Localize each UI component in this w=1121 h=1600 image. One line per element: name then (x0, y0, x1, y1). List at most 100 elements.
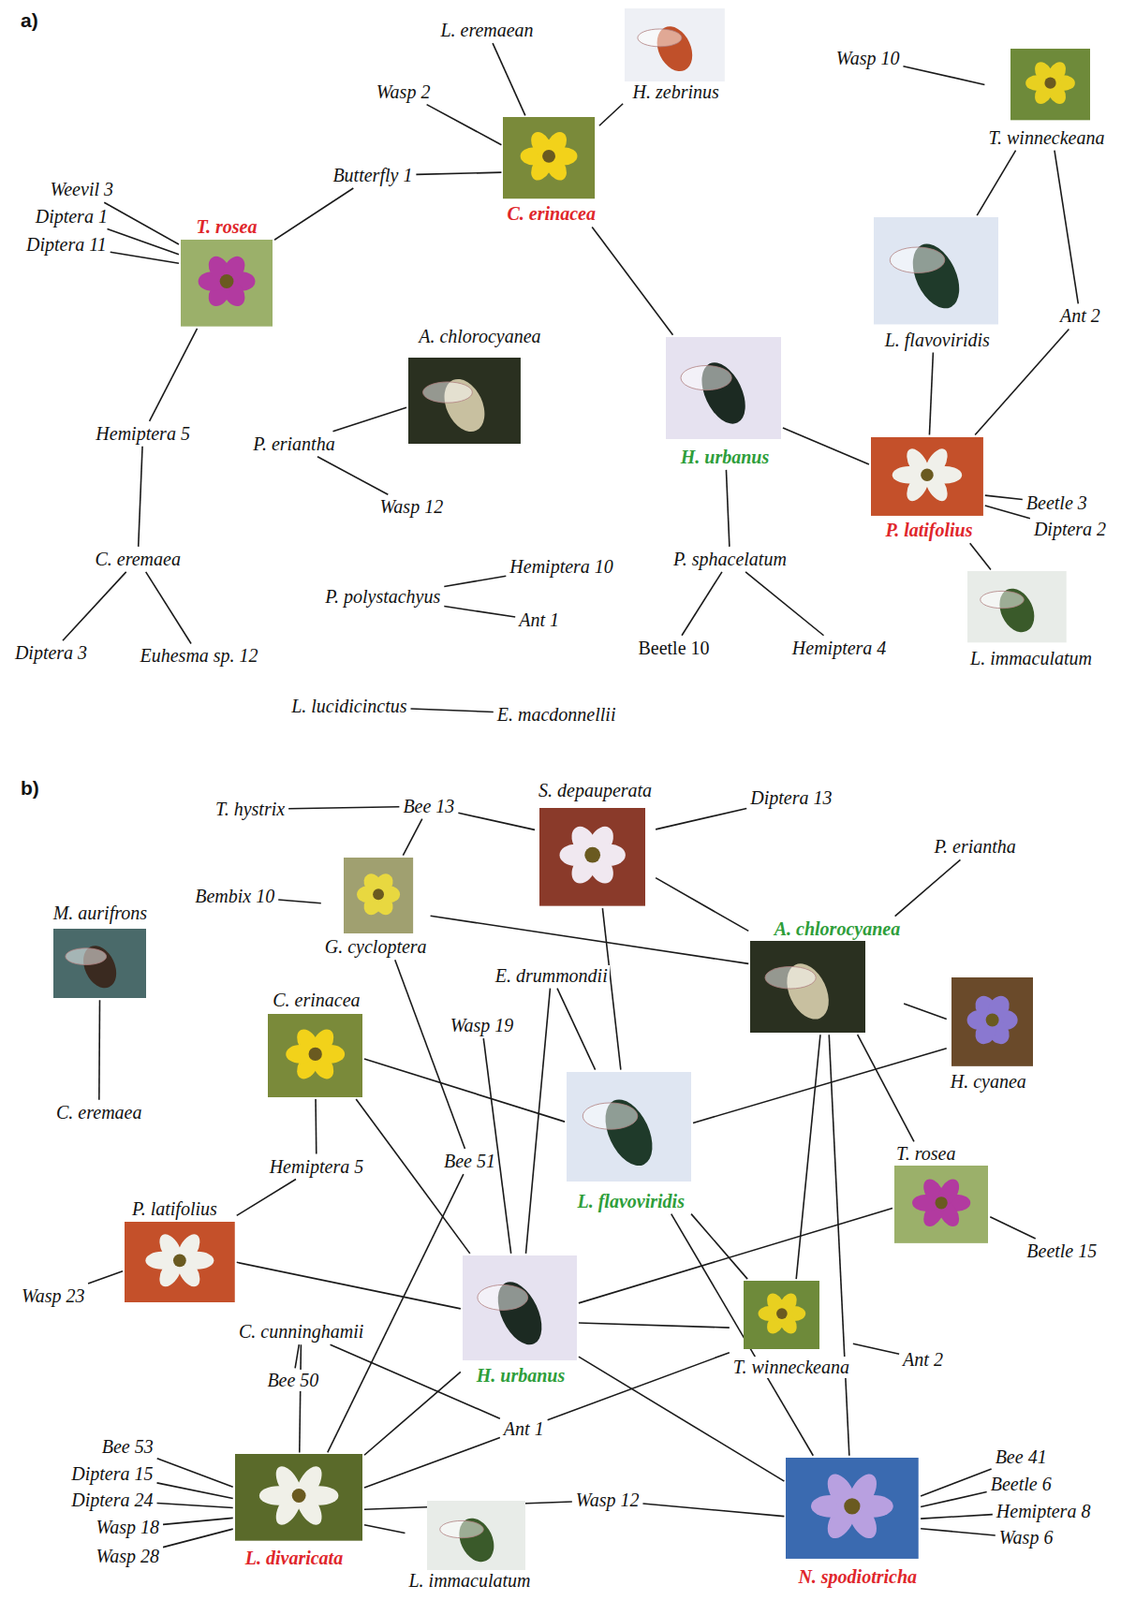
insect-wing (423, 381, 473, 402)
photo-ground (743, 1281, 821, 1350)
flower-centre (920, 468, 933, 481)
interaction-line (103, 202, 179, 245)
interaction-line (295, 1344, 299, 1369)
taxon-node: Diptera 15 (69, 1463, 155, 1486)
photo-ground (53, 929, 147, 999)
interaction-line (989, 1217, 1035, 1239)
taxon-label: T. rosea (894, 1143, 958, 1166)
interaction-line (602, 908, 620, 1071)
flower-centre (934, 1196, 947, 1210)
taxon-label: Euhesma sp. 12 (138, 645, 261, 667)
taxon-label: Wasp 23 (19, 1285, 88, 1308)
photo-ground (967, 571, 1067, 643)
insect-wing (582, 1103, 638, 1130)
taxon-node: L. flavoviridis (873, 217, 999, 351)
photo-ground (873, 217, 999, 325)
taxon-label: T. rosea (194, 216, 260, 238)
taxon-node: Hemiptera 4 (790, 637, 889, 660)
taxon-label: Diptera 1 (33, 206, 110, 228)
taxon-label: E. drummondii (493, 965, 610, 988)
taxon-node: T. hystrix (213, 798, 287, 821)
insect-wing (477, 1284, 529, 1311)
insect-wing (765, 967, 816, 990)
specimen-photo (743, 1281, 821, 1350)
taxon-node: L. eremaean (438, 19, 535, 42)
interaction-line (317, 457, 388, 496)
taxon-label: T. winneckeana (731, 1357, 852, 1379)
taxon-node: S. depauperata (536, 780, 654, 907)
interaction-line (796, 1034, 821, 1280)
interaction-line (157, 1459, 234, 1489)
interaction-line (782, 427, 870, 465)
flower-petal (934, 1176, 964, 1210)
interaction-line (443, 606, 516, 618)
interaction-line (655, 808, 747, 829)
taxon-label: Wasp 19 (448, 1015, 517, 1037)
taxon-label: A. chlorocyanea (416, 325, 543, 348)
interaction-line (970, 543, 991, 570)
photo-ground (566, 1072, 692, 1183)
interaction-line (110, 251, 179, 264)
taxon-node: Diptera 13 (748, 787, 834, 810)
flower-centre (543, 149, 557, 163)
taxon-node: A. chlorocyanea (408, 325, 543, 444)
interaction-line (525, 988, 550, 1254)
interaction-line (920, 1491, 988, 1507)
interaction-line (364, 1525, 405, 1534)
interaction-line (642, 1504, 784, 1518)
flower-centre (584, 847, 601, 864)
taxon-label: Butterfly 1 (330, 164, 414, 187)
interaction-line (138, 446, 143, 547)
interaction-line (457, 812, 535, 830)
taxon-label: Bembix 10 (192, 885, 277, 908)
taxon-node: T. rosea (180, 216, 273, 327)
taxon-label: E. macdonnellii (495, 704, 619, 726)
taxon-node: Beetle 15 (1024, 1240, 1099, 1263)
taxon-node: L. immaculatum (967, 571, 1094, 669)
photo-ground (1010, 48, 1091, 120)
taxon-node: L. divaricata (235, 1454, 363, 1570)
taxon-node: C. erinacea (502, 117, 597, 225)
specimen-photo (873, 217, 999, 325)
interaction-line (985, 495, 1023, 500)
flower-petal (291, 1462, 327, 1506)
taxon-label: G. cycloptera (323, 936, 429, 959)
taxon-label: P. latifolius (884, 519, 975, 542)
photo-ground (665, 337, 782, 440)
taxon-label: Wasp 28 (93, 1546, 162, 1568)
interaction-line (162, 1529, 234, 1549)
taxon-label: C. eremaea (92, 548, 182, 571)
taxon-label: C. cunninghamii (236, 1321, 366, 1343)
taxon-node: Diptera 11 (24, 234, 109, 256)
taxon-node: Beetle 6 (988, 1474, 1054, 1496)
taxon-label: Diptera 11 (24, 234, 109, 256)
taxon-label: P. latifolius (130, 1198, 220, 1221)
specimen-photo (951, 977, 1033, 1067)
taxon-label: H. urbanus (678, 446, 772, 469)
taxon-node: Ant 1 (501, 1418, 546, 1441)
taxon-node: Wasp 23 (19, 1285, 88, 1308)
interaction-line (693, 1048, 947, 1124)
flower-centre (776, 1308, 788, 1320)
taxon-label: Wasp 6 (997, 1527, 1056, 1549)
insect-wing (980, 591, 1025, 609)
taxon-label: L. flavoviridis (575, 1191, 686, 1213)
interaction-line (929, 353, 933, 436)
taxon-node: Ant 2 (1058, 305, 1103, 327)
interaction-line (430, 915, 750, 964)
taxon-node: Ant 2 (900, 1349, 945, 1372)
taxon-node: Hemiptera 8 (994, 1501, 1093, 1523)
specimen-photo (785, 1458, 919, 1560)
taxon-node: E. drummondii (493, 965, 610, 988)
taxon-node: Hemiptera 5 (93, 423, 192, 445)
taxon-label: Ant 1 (516, 609, 561, 632)
specimen-photo (408, 357, 521, 445)
specimen-photo (235, 1454, 363, 1542)
taxon-node: L. immaculatum (406, 1501, 532, 1593)
taxon-label: C. erinacea (270, 989, 362, 1012)
panel-label: b) (20, 777, 40, 800)
taxon-node: Diptera 3 (13, 642, 89, 664)
taxon-node: Diptera 2 (1032, 518, 1108, 541)
taxon-label: Beetle 6 (988, 1474, 1054, 1496)
taxon-node: H. urbanus (665, 337, 782, 469)
